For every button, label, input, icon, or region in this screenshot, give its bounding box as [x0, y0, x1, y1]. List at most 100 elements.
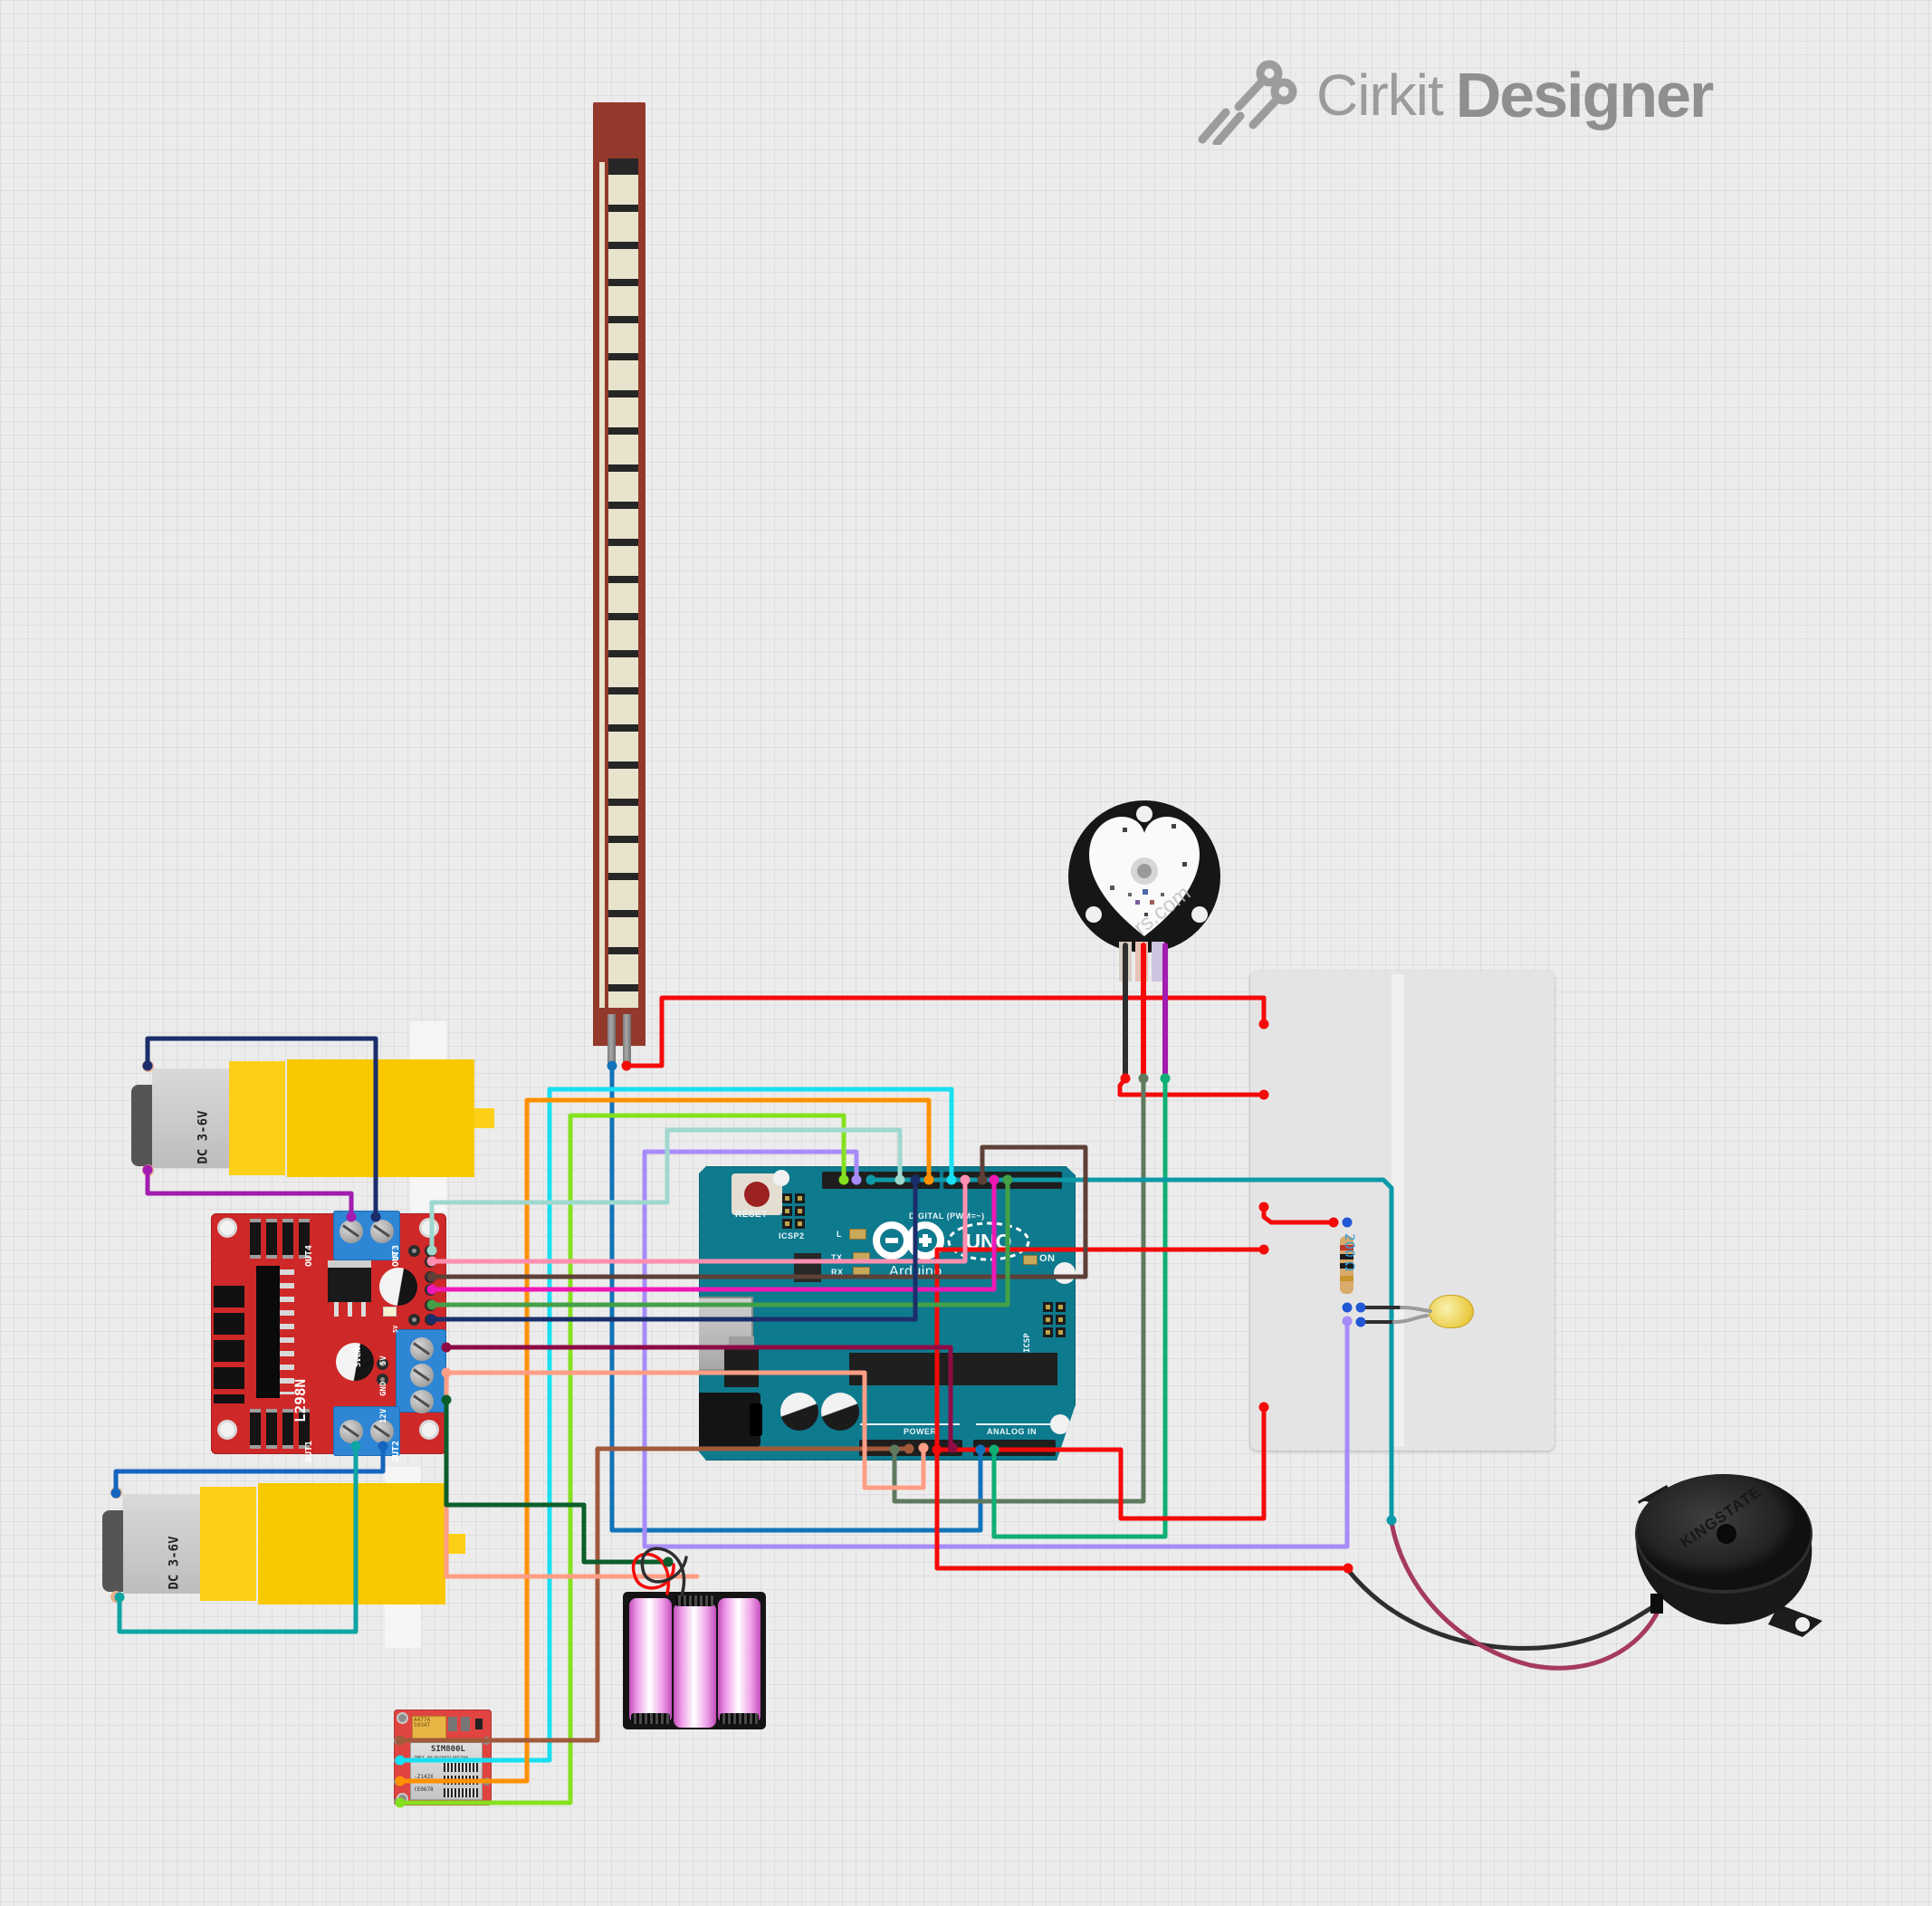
motor-bottom-shaft [445, 1534, 465, 1554]
icsp-label: ICSP [1023, 1333, 1032, 1353]
uno-badge: UNO [947, 1221, 1030, 1261]
wire-battery-wire-red[interactable] [631, 1552, 675, 1595]
heatsink [214, 1286, 244, 1403]
motor-top-terminal-2[interactable] [142, 1164, 154, 1176]
capacitor [821, 1393, 859, 1431]
breadboard[interactable] [1250, 971, 1554, 1451]
analog-label: ANALOG IN [987, 1427, 1037, 1436]
on-led [1023, 1255, 1038, 1265]
wire-endpoint[interactable] [1343, 1563, 1353, 1574]
motor-bottom-terminal-1[interactable] [110, 1487, 122, 1499]
tantalum-cap: A477A 5034T [412, 1716, 446, 1739]
wire-endpoint[interactable] [1138, 1073, 1149, 1084]
sim-pin[interactable] [394, 1777, 402, 1786]
motor-top-terminal-1[interactable] [142, 1060, 154, 1072]
in3-pin[interactable] [425, 1271, 436, 1283]
wire-endpoint[interactable] [1386, 1515, 1397, 1526]
5v-terminal-label: 5V [379, 1355, 388, 1365]
digital-header-1[interactable] [822, 1172, 940, 1189]
led-rx [853, 1267, 870, 1278]
sim800l-module[interactable]: A477A 5034T SIM800L IMEI 862643031465390… [394, 1710, 492, 1805]
led-tx [853, 1252, 870, 1263]
yellow-led[interactable] [1429, 1295, 1474, 1328]
sim-imei: IMEI 862643031465390 [414, 1756, 469, 1761]
wire-pulse-red-to-rail[interactable] [1117, 1076, 1267, 1097]
icsp2-label: ICSP2 [779, 1231, 805, 1240]
battery-cell [629, 1598, 672, 1723]
logo-pencil-icon [1198, 60, 1297, 145]
voltage-regulator [724, 1347, 759, 1387]
flex-sensor-segments [608, 158, 638, 1042]
l298n-chip-label: L298N [292, 1378, 309, 1422]
on-label: ON [1039, 1253, 1056, 1264]
pulse-sensor[interactable]: rs.com [1066, 799, 1229, 993]
arduino-uno[interactable]: RESET ICSP2 UNO Arduino DIGITAL (PWM=~) … [699, 1166, 1076, 1461]
cirkit-designer-logo: Cirkit Designer [1186, 50, 1919, 145]
out2-label: OUT2 [391, 1440, 401, 1462]
wire-endpoint[interactable] [1160, 1073, 1171, 1084]
sim-pin[interactable] [394, 1757, 402, 1765]
icsp-header[interactable] [1043, 1302, 1066, 1337]
flex-pin-2[interactable] [623, 1014, 631, 1067]
flex-sensor[interactable] [593, 102, 646, 1067]
in1-pin[interactable] [425, 1299, 436, 1311]
motor-top-label: DC 3-6V [196, 1110, 211, 1164]
dc-motor-bottom[interactable]: DC 3-6V [80, 1476, 469, 1612]
logo-word-2: Designer [1455, 60, 1715, 130]
digital-header-2[interactable] [943, 1172, 1062, 1189]
power-header[interactable] [859, 1440, 962, 1456]
wire-buzzer-lead-red[interactable] [1389, 1519, 1661, 1671]
out4-label: OUT4 [304, 1244, 314, 1267]
sim-shield: SIM800L IMEI 862643031465390 -Z142X (E06… [410, 1742, 483, 1800]
battery-cell [718, 1598, 760, 1723]
led-tx-label: TX [831, 1253, 843, 1262]
battery-cell [674, 1603, 716, 1728]
wire-dkgreen-12v-to-battery[interactable] [444, 1397, 671, 1565]
dc-motor-top[interactable]: DC 3-6V [109, 1050, 498, 1186]
5v-jumper-pin[interactable] [408, 1314, 420, 1326]
led-l-label: L [837, 1230, 842, 1239]
gnd-terminal-label: GND [379, 1381, 388, 1396]
piezo-buzzer[interactable]: KINGSTATE [1625, 1469, 1833, 1650]
flex-pin-1[interactable] [607, 1014, 616, 1067]
in2-pin[interactable] [425, 1284, 436, 1296]
capacitor [780, 1393, 818, 1431]
led-l [849, 1229, 866, 1240]
capacitor [336, 1343, 374, 1381]
motor-top-shaft [474, 1108, 494, 1128]
motor-bottom-label: DC 3-6V [167, 1536, 182, 1590]
wire-endpoint[interactable] [1120, 1073, 1131, 1084]
power-label: POWER [904, 1427, 937, 1436]
antenna-pad [397, 1712, 408, 1724]
flex-sensor-head [593, 102, 646, 164]
wire-salmon-gnd-to-battery[interactable] [444, 1370, 700, 1579]
wire-endpoint[interactable] [663, 1556, 674, 1567]
motor-bottom-terminal-2[interactable] [110, 1591, 122, 1603]
5v-jumper-pin[interactable] [408, 1245, 420, 1257]
usb-chip [794, 1253, 821, 1282]
led-rx-label: RX [831, 1268, 844, 1277]
battery-pack[interactable] [623, 1592, 766, 1729]
capacitor [379, 1268, 417, 1306]
wire-buzzer-lead-black[interactable] [1345, 1567, 1659, 1651]
mcu-chip [849, 1353, 1057, 1385]
smd-led [383, 1307, 397, 1317]
l298n-motor-driver[interactable]: OUT4 OUT3 OUT1 OUT2 5V GND 12V 5VEN L298… [211, 1211, 446, 1462]
regulator [328, 1268, 371, 1302]
wire-flex-red-to-rail[interactable] [624, 995, 1267, 1068]
driver-ic [256, 1266, 280, 1398]
icsp2-header[interactable] [782, 1193, 805, 1229]
svg-text:UNO: UNO [965, 1230, 1011, 1253]
analog-header[interactable] [973, 1440, 1056, 1456]
in4-pin[interactable] [425, 1256, 436, 1268]
sim-pin[interactable] [394, 1737, 402, 1745]
wire-battery-wire-black[interactable] [640, 1547, 688, 1597]
ena-pin[interactable] [425, 1314, 436, 1326]
5ven-jumper-label: 5VEN [354, 1347, 363, 1367]
logo-word-1: Cirkit [1316, 62, 1444, 128]
digital-label: DIGITAL (PWM=~) [909, 1212, 985, 1221]
resistor-value-label: 200 Ω [1342, 1233, 1356, 1271]
out1-label: OUT1 [304, 1440, 314, 1462]
reset-label: RESET [735, 1210, 768, 1220]
